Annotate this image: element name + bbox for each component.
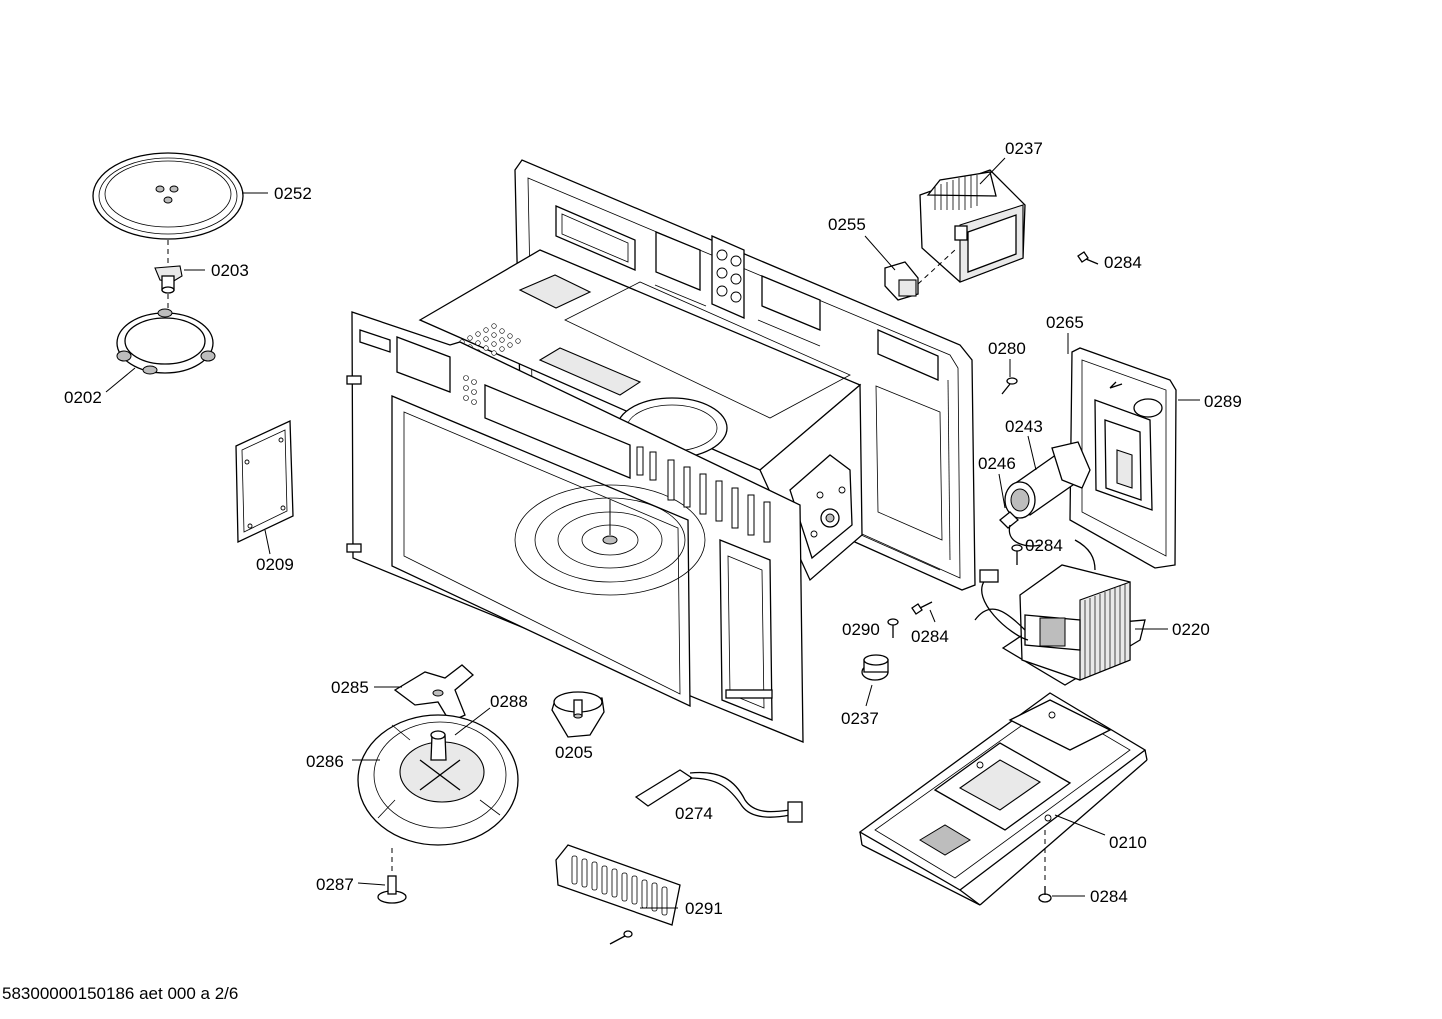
label-0243: 0243	[1005, 417, 1043, 436]
label-0255: 0255	[828, 215, 866, 234]
label-0289: 0289	[1204, 392, 1242, 411]
oven-cavity-drawing	[346, 249, 863, 743]
label-0220: 0220	[1172, 620, 1210, 639]
label-0209: 0209	[256, 555, 294, 574]
label-0286: 0286	[306, 752, 344, 771]
label-0210: 0210	[1109, 833, 1147, 852]
leader-lines	[105, 157, 1200, 909]
screw-0284-c-drawing	[911, 601, 933, 615]
label-0205: 0205	[555, 743, 593, 762]
label-0284-d: 0284	[1090, 887, 1128, 906]
screw-0284-b-drawing	[1011, 544, 1023, 565]
base-plate-drawing	[858, 692, 1148, 906]
hv-capacitor-drawing	[1004, 441, 1091, 519]
fan-housing-drawing	[357, 714, 519, 872]
fan-blade-drawing	[393, 664, 474, 723]
label-0280: 0280	[988, 339, 1026, 358]
label-0265: 0265	[1046, 313, 1084, 332]
label-0252: 0252	[274, 184, 312, 203]
document-id: 58300000150186 aet 000 a 2/6	[2, 984, 238, 1003]
label-0246: 0246	[978, 454, 1016, 473]
turntable-plate-drawing	[92, 152, 244, 265]
screw-0280-drawing	[1001, 377, 1018, 395]
magnetron-thermostat-drawing	[884, 249, 956, 301]
label-0284-a: 0284	[1104, 253, 1142, 272]
turntable-motor-drawing	[551, 691, 605, 738]
wiring-harness-drawing	[634, 769, 803, 823]
magnetron-drawing	[919, 169, 1026, 283]
roller-ring-drawing	[116, 308, 216, 375]
screw-0284-d-drawing	[1038, 886, 1052, 903]
turntable-coupler-drawing	[154, 265, 183, 312]
label-0203: 0203	[211, 261, 249, 280]
label-0284-b: 0284	[1025, 536, 1063, 555]
callout-labels: 0237 0252 0255 0284 0203 0265 0280 0202 …	[64, 139, 1242, 918]
screw-0284-a-drawing	[1077, 251, 1099, 265]
label-0274: 0274	[675, 804, 713, 823]
label-0287: 0287	[316, 875, 354, 894]
hv-diode-drawing	[999, 511, 1041, 547]
hv-transformer-drawing	[974, 539, 1146, 686]
label-0291: 0291	[685, 899, 723, 918]
label-0237-bottom: 0237	[841, 709, 879, 728]
vent-grille-drawing	[555, 844, 681, 945]
label-0284-c: 0284	[911, 627, 949, 646]
label-0237-top: 0237	[1005, 139, 1043, 158]
label-0288: 0288	[490, 692, 528, 711]
thermal-fuse-drawing	[861, 654, 889, 681]
label-0285: 0285	[331, 678, 369, 697]
label-0202: 0202	[64, 388, 102, 407]
screw-0290-drawing	[887, 618, 899, 638]
label-0290: 0290	[842, 620, 880, 639]
waveguide-cover-drawing	[235, 419, 294, 544]
capacitor-bracket-drawing	[1069, 347, 1177, 569]
fan-foot-drawing	[377, 875, 407, 904]
